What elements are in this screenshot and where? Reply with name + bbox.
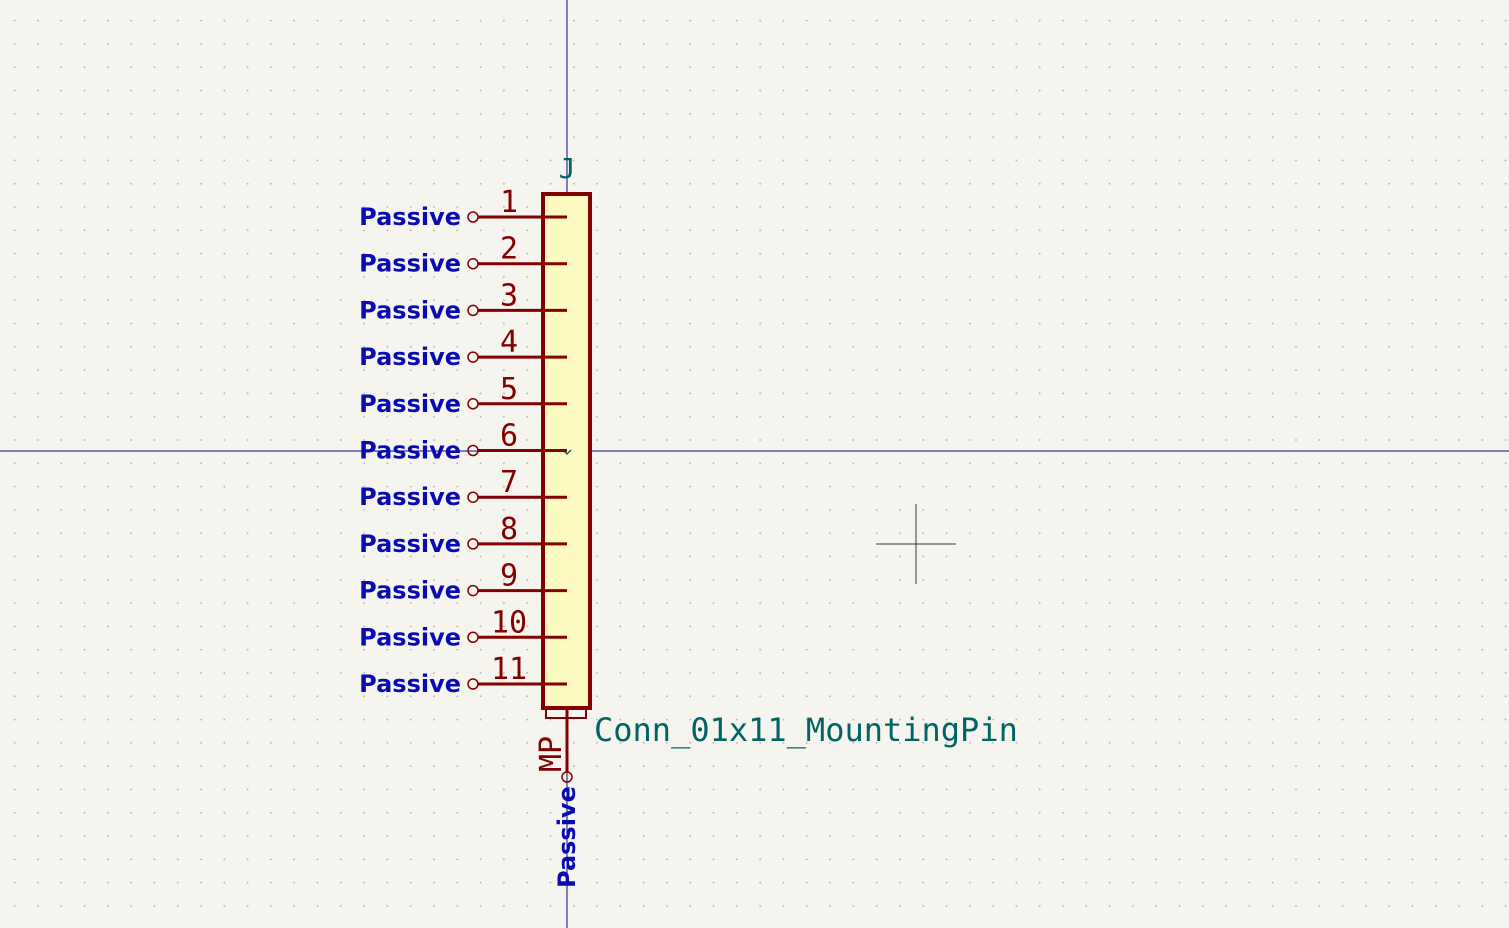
pin-connection-point-icon	[467, 257, 479, 270]
pin-connection-point-icon	[467, 304, 479, 317]
pin-connection-point-icon	[467, 631, 479, 644]
pin-type: Passive	[359, 343, 461, 371]
pin-number: 8	[500, 512, 518, 547]
pin-connection-point-icon	[467, 538, 479, 550]
mounting-pin-type: Passive	[553, 786, 581, 888]
pin-connection-point-icon	[467, 584, 479, 597]
pin-number: 11	[491, 652, 527, 687]
pin-number: 7	[500, 465, 518, 500]
mounting-pin[interactable]: MP Passive	[534, 708, 581, 888]
pin-type: Passive	[359, 530, 461, 558]
pin-connection-point-icon	[467, 444, 479, 457]
pin-number: 3	[500, 278, 518, 313]
pin-connection-point-icon	[467, 491, 479, 503]
crosshair-cursor-icon	[876, 504, 956, 584]
mounting-pin-name: MP	[534, 736, 569, 772]
pin-connection-point-icon	[467, 211, 479, 223]
pin-type: Passive	[359, 670, 461, 698]
pin-number: 10	[491, 605, 527, 640]
pin-number: 1	[500, 185, 518, 220]
pin-list: 1Passive2Passive3Passive4Passive5Passive…	[359, 185, 567, 698]
pin-type: Passive	[359, 483, 461, 511]
reference-field[interactable]: J	[559, 152, 576, 185]
pin-type: Passive	[359, 203, 461, 231]
pin-connection-point-icon	[467, 398, 479, 410]
pin-connection-point-icon	[561, 771, 573, 783]
pin-type: Passive	[359, 390, 461, 418]
pin-type: Passive	[359, 577, 461, 605]
pin-connection-point-icon	[467, 351, 479, 363]
pin-type: Passive	[359, 296, 461, 324]
pin-number: 2	[500, 232, 518, 267]
value-field[interactable]: Conn_01x11_MountingPin	[594, 711, 1018, 749]
pin-number: 4	[500, 325, 518, 360]
pin-number: 9	[500, 559, 518, 594]
pin-connection-point-icon	[467, 678, 479, 690]
pin-number: 5	[500, 372, 518, 407]
pin-type: Passive	[359, 623, 461, 651]
pin-type: Passive	[359, 250, 461, 278]
pin-type: Passive	[359, 437, 461, 465]
pin-number: 6	[500, 419, 518, 454]
